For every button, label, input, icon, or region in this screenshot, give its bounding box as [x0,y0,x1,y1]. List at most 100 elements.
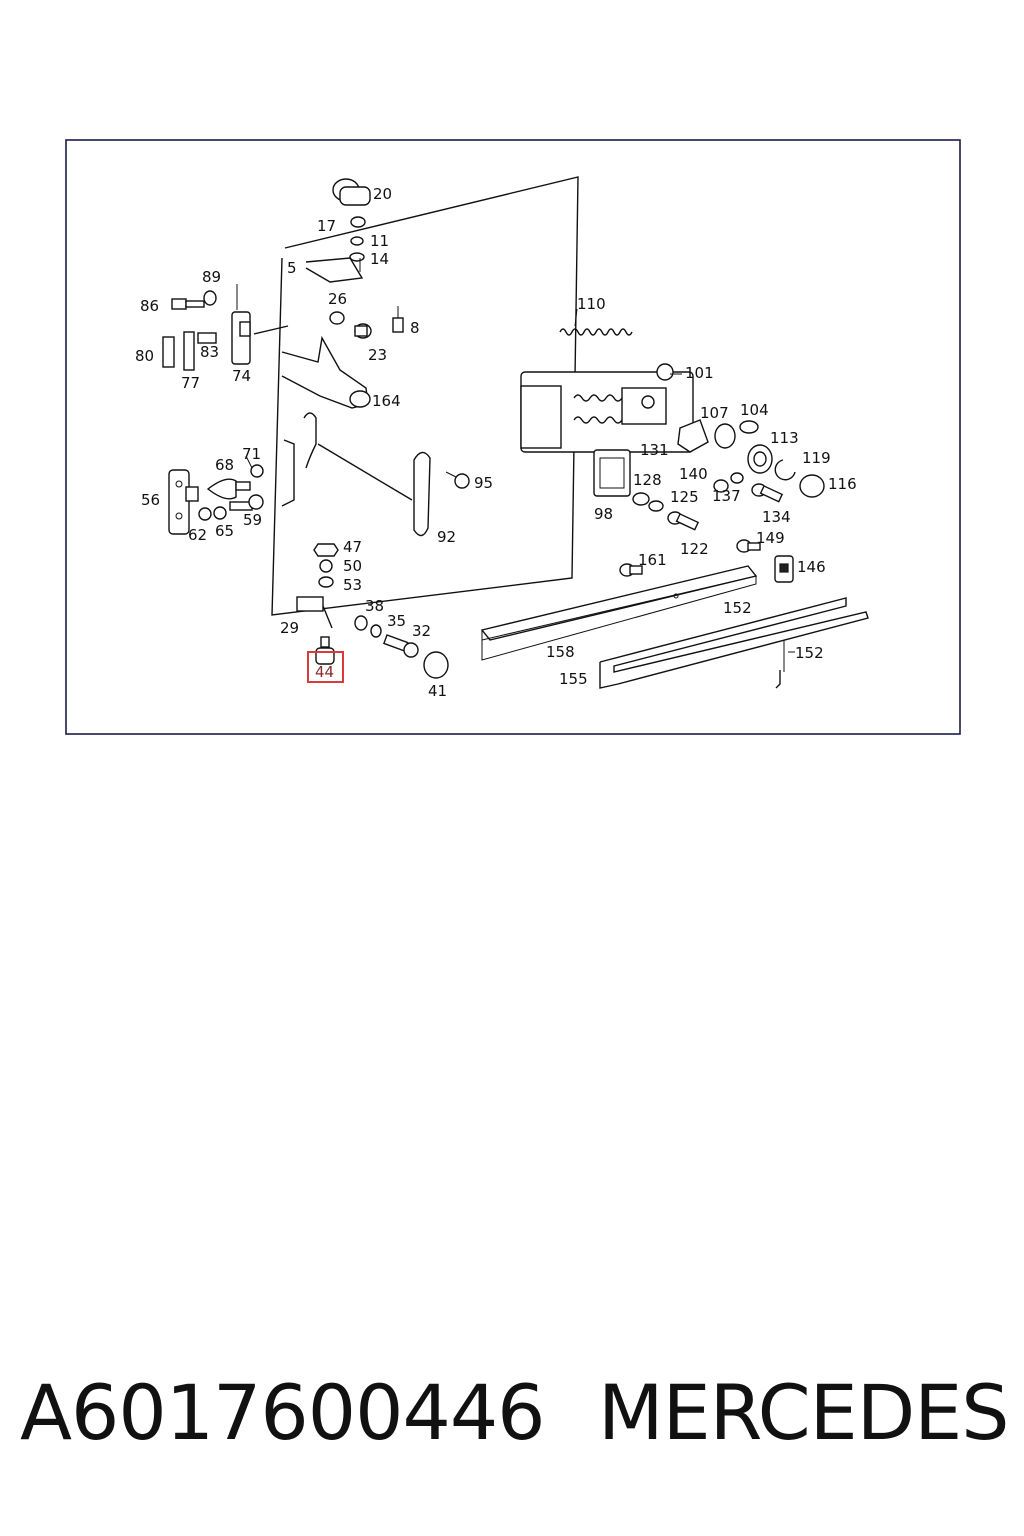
callout-26: 26 [328,290,347,308]
callout-35: 35 [387,612,406,630]
callout-labels: 20 17 11 14 5 89 86 26 8 23 110 80 83 77… [135,185,857,700]
screw-161 [619,563,643,577]
cap-41 [423,651,449,679]
callout-32: 32 [412,622,431,640]
callout-137: 137 [712,487,741,505]
buffer-44 [307,636,344,683]
rail-155 [599,597,869,689]
washer-53 [318,576,334,588]
callout-77: 77 [181,374,200,392]
washer-128 [632,492,650,506]
cap-116 [799,474,825,498]
callout-98: 98 [594,505,613,523]
lock-cylinder-part [332,178,371,262]
rail-158 [480,565,758,661]
bolt-32 [383,634,419,658]
callout-74: 74 [232,367,251,385]
bolt-23 [354,323,372,339]
callout-11: 11 [370,232,389,250]
striker-plate-56 [168,469,199,535]
callout-44: 44 [315,663,334,681]
callout-29: 29 [280,619,299,637]
lever-164 [281,335,371,409]
callout-41: 41 [428,682,447,700]
nut-47 [313,543,339,557]
part-number: A6017600446 [20,1368,546,1457]
callout-149: 149 [756,529,785,547]
callout-65: 65 [215,522,234,540]
washer-65 [213,506,227,520]
screw-134 [751,483,784,503]
screw-122 [667,511,700,531]
callout-158: 158 [546,643,575,661]
clip-119 [774,459,796,481]
washer-137 [730,472,744,484]
callout-161: 161 [638,551,667,569]
callout-107: 107 [700,404,729,422]
callout-155: 155 [559,670,588,688]
callout-17: 17 [317,217,336,235]
callout-23: 23 [368,346,387,364]
bracket-5 [305,257,364,283]
callout-140: 140 [679,465,708,483]
spring-110 [559,328,633,336]
callout-38: 38 [365,597,384,615]
callout-68: 68 [215,456,234,474]
hinge-74 [231,311,289,365]
callout-5: 5 [287,259,297,277]
washer-125 [648,500,664,512]
callout-104: 104 [740,401,769,419]
washer-38 [354,615,368,631]
star-washer-50 [319,559,333,573]
callout-122: 122 [680,540,709,558]
callout-128: 128 [633,471,662,489]
callout-125: 125 [670,488,699,506]
callout-92: 92 [437,528,456,546]
callout-56: 56 [141,491,160,509]
screw-149 [736,539,761,553]
callout-53: 53 [343,576,362,594]
diagram-border [65,139,961,735]
star-washer-71 [250,464,264,478]
screw-8 [392,306,404,333]
callout-20: 20 [373,185,392,203]
callout-8: 8 [410,319,420,337]
bushing-104 [739,420,759,434]
callout-134: 134 [762,508,791,526]
callout-95: 95 [474,474,493,492]
washer-140 [713,479,729,493]
callout-59: 59 [243,511,262,529]
callout-62: 62 [188,526,207,544]
callout-50: 50 [343,557,362,575]
bracket-29 [296,596,333,629]
callout-152-top: 152 [723,599,752,617]
washer-26 [329,311,345,325]
bearing-113 [747,444,773,474]
callout-131: 131 [640,441,669,459]
callout-101: 101 [685,364,714,382]
exploded-parts-diagram: 20 17 11 14 5 89 86 26 8 23 110 80 83 77… [0,0,1024,760]
callout-110: 110 [577,295,606,313]
rod-92 [303,412,431,537]
callout-113: 113 [770,429,799,447]
callout-146: 146 [797,558,826,576]
screw-95 [445,471,470,489]
callout-116: 116 [828,475,857,493]
brand-name: MERCEDES [598,1368,1009,1457]
callout-80: 80 [135,347,154,365]
screw-59 [229,494,264,511]
door-panel-outline [271,176,579,616]
footer-caption: A6017600446 MERCEDES [0,1368,1024,1478]
callout-89: 89 [202,268,221,286]
callout-47: 47 [343,538,362,556]
striker-68 [206,478,251,500]
panel-bracket [281,439,295,507]
leader-lines [236,284,795,653]
guide-146 [774,555,794,583]
lock-mechanism-101 [520,363,694,453]
callout-86: 86 [140,297,159,315]
callout-83: 83 [200,343,219,361]
callout-119: 119 [802,449,831,467]
bolt-86 [171,290,217,310]
callout-14: 14 [370,250,389,268]
